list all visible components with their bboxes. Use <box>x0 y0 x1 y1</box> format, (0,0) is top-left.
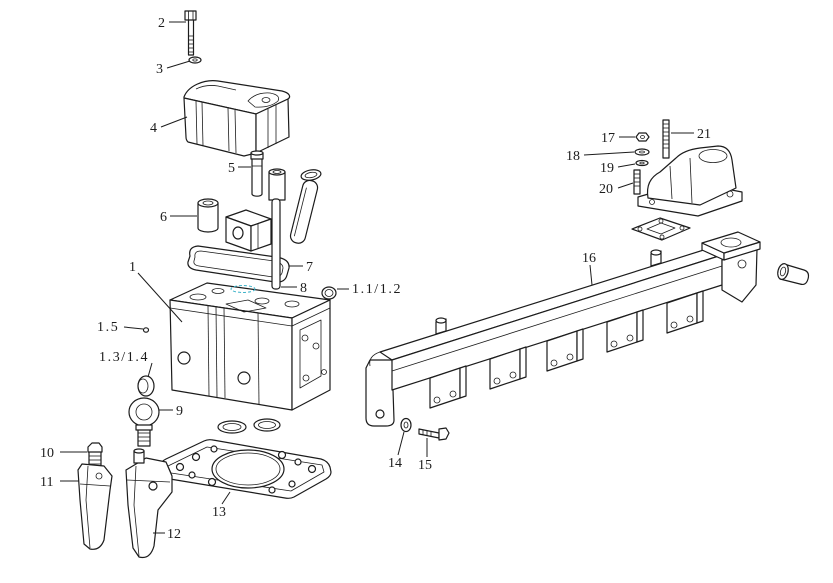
leader-line-3 <box>166 60 191 69</box>
manifold-runner <box>489 346 527 390</box>
elbow-housing <box>637 145 743 217</box>
callout-label-1-3: 1.3/1.4 <box>99 350 149 365</box>
callout-label-15: 15 <box>418 458 432 473</box>
callout-label-7: 7 <box>306 260 313 275</box>
callout-label-1-1: 1.1/1.2 <box>352 282 402 297</box>
adjusting-screw-part-10 <box>87 442 103 469</box>
manifold-runner <box>606 309 644 353</box>
callout-label-20: 20 <box>599 182 613 197</box>
lifting-eye-part-9 <box>128 397 160 447</box>
callout-label-2: 2 <box>158 16 165 31</box>
washer-part-18 <box>634 148 650 156</box>
leader-line-1-5 <box>123 326 144 330</box>
callout-label-8: 8 <box>300 281 307 296</box>
gasket-flange <box>631 217 691 241</box>
callout-label-21: 21 <box>697 127 711 142</box>
callout-label-12: 12 <box>167 527 181 542</box>
callout-label-1: 1 <box>129 260 136 275</box>
seal-ring-part-1-1 <box>321 286 337 300</box>
seal-ring-right <box>253 418 281 432</box>
callout-label-14: 14 <box>388 456 402 471</box>
callout-label-6: 6 <box>160 210 167 225</box>
pipe-connector <box>777 263 810 286</box>
tube-sleeve <box>289 169 322 244</box>
callout-label-11: 11 <box>40 475 53 490</box>
washer-part-19 <box>635 159 649 167</box>
gasket-part-7 <box>187 245 290 283</box>
callout-label-17: 17 <box>601 131 615 146</box>
leader-lines <box>60 21 694 534</box>
leader-line-19 <box>617 163 636 168</box>
leader-line-16 <box>589 264 593 286</box>
leader-line-20 <box>617 182 634 189</box>
callout-label-5: 5 <box>228 161 235 176</box>
cylinder-head-part-1 <box>169 282 331 411</box>
bushing-part-6 <box>197 198 219 233</box>
leader-line-18 <box>583 151 635 156</box>
manifold-runner <box>666 290 704 334</box>
callout-label-4: 4 <box>150 121 157 136</box>
sealing-ring-part-1-3 <box>137 375 155 397</box>
stud-part-21 <box>662 119 670 159</box>
exhaust-manifold-part-16 <box>365 231 761 427</box>
seal-part-5 <box>250 150 264 197</box>
callout-labels: 2 3 4 5 6 1 7 8 1.1/1.2 1.5 1.3/1.4 9 10… <box>40 16 711 542</box>
washer-part-3 <box>188 56 202 64</box>
valve-cover-part-4 <box>183 80 291 157</box>
leader-line-1 <box>137 272 183 323</box>
callout-label-3: 3 <box>156 62 163 77</box>
push-rod-part-8 <box>271 198 281 290</box>
bolt-part-15 <box>418 427 450 441</box>
rocker-arm-part-11 <box>77 463 113 550</box>
plug-part-1-5 <box>142 327 150 333</box>
washer-part-14 <box>400 417 412 433</box>
leader-line-4 <box>160 116 188 128</box>
callout-label-18: 18 <box>566 149 580 164</box>
rod-sleeve <box>268 168 286 201</box>
leader-line-1-3 <box>147 362 153 378</box>
leader-line-13 <box>221 491 231 505</box>
callout-label-1-5: 1.5 <box>97 320 119 335</box>
stud-part-20 <box>633 169 641 195</box>
leader-line-14 <box>397 431 405 456</box>
manifold-runner <box>546 328 584 372</box>
bolt-part-2 <box>184 10 197 56</box>
nut-part-17 <box>635 132 650 142</box>
rocker-bracket <box>225 209 272 252</box>
rocker-arm-part-12 <box>125 448 173 559</box>
callout-label-19: 19 <box>600 161 614 176</box>
callout-label-10: 10 <box>40 446 54 461</box>
seal-ring-left <box>217 420 247 434</box>
manifold-runner <box>429 365 467 409</box>
head-gasket-part-13 <box>160 439 332 499</box>
callout-label-16: 16 <box>582 251 596 266</box>
callout-label-9: 9 <box>176 404 183 419</box>
callout-label-13: 13 <box>212 505 226 520</box>
